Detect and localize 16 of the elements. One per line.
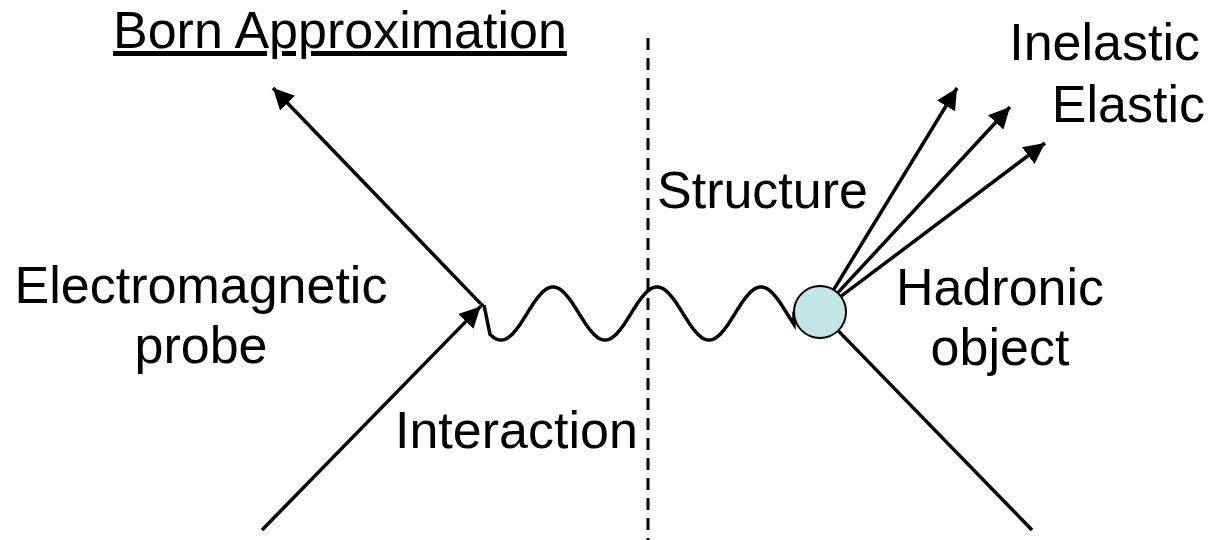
- region-label: Structure: [657, 160, 868, 220]
- wavy-line: [482, 285, 796, 342]
- outcome-label: Inelastic: [1008, 12, 1200, 72]
- arrow: [836, 105, 1012, 295]
- vertex-dot: [480, 303, 484, 307]
- probe-label: Electromagnetic probe: [13, 255, 389, 375]
- title: Born Approximation: [113, 0, 567, 60]
- target-label: Hadronic object: [894, 257, 1106, 377]
- line: [836, 329, 1034, 532]
- region-label: Interaction: [395, 400, 638, 460]
- arrow: [832, 87, 959, 291]
- hadron-circle: [793, 285, 847, 339]
- outcome-label: Elastic: [1050, 74, 1205, 134]
- arrow: [271, 86, 482, 305]
- arrow: [260, 305, 482, 532]
- arrow: [839, 141, 1047, 298]
